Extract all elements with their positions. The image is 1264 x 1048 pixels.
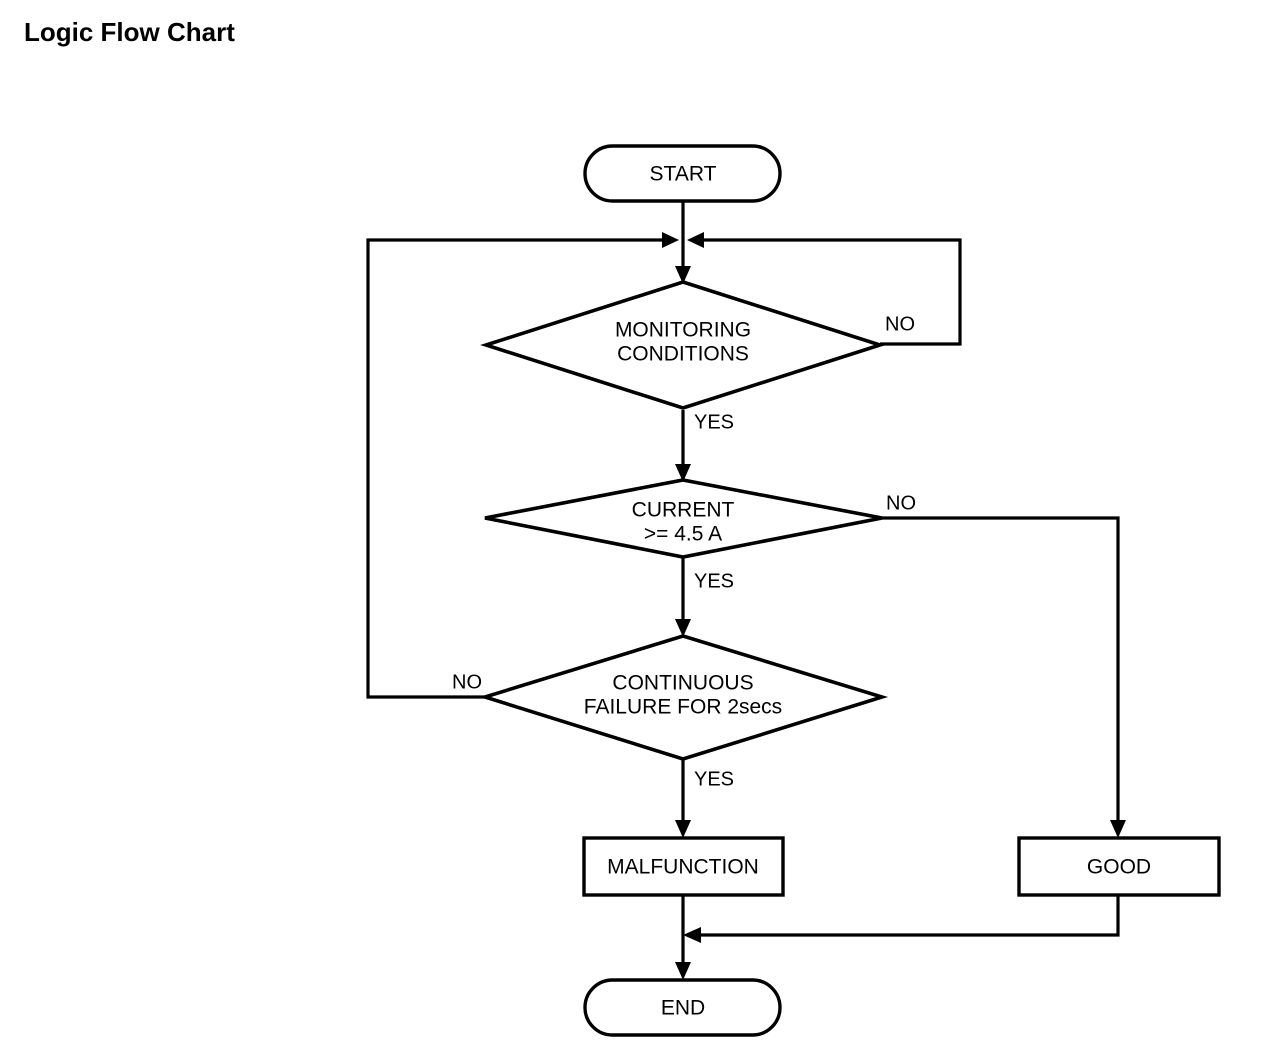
- arrow-head-end-top: [675, 962, 691, 980]
- monitoring-diamond-shape: [480, 280, 886, 410]
- arrow-head-merge-left: [683, 927, 701, 943]
- good-shape: [1017, 836, 1221, 897]
- arrow-head-monitoring-top: [675, 266, 691, 284]
- edge-good-to-end: [683, 895, 1120, 943]
- edge-current-yes: [675, 558, 691, 637]
- continuous-label-line1: CONTINUOUS: [612, 672, 753, 695]
- continuous-label-line2: FAILURE FOR 2secs: [584, 696, 782, 719]
- arrow-head-current-top: [675, 464, 691, 482]
- current-diamond-shape: [484, 478, 883, 559]
- edge-label-continuous-no: NO: [452, 671, 482, 693]
- continuous-diamond-shape: [478, 634, 889, 761]
- edge-start-to-monitoring: [675, 200, 691, 284]
- arrow-head-good-top: [1110, 820, 1126, 838]
- arrow-head-continuous-top: [675, 619, 691, 637]
- edge-label-current-yes: YES: [694, 570, 734, 592]
- node-malfunction[interactable]: MALFUNCTION: [582, 836, 785, 897]
- node-continuous-failure[interactable]: CONTINUOUS FAILURE FOR 2secs: [478, 634, 889, 761]
- current-label-line2: >= 4.5 A: [644, 523, 722, 546]
- node-start[interactable]: START: [583, 144, 782, 203]
- good-label: GOOD: [1087, 856, 1151, 879]
- end-label: END: [661, 997, 705, 1020]
- malfunction-shape: [582, 836, 785, 897]
- page-title: Logic Flow Chart: [24, 17, 235, 47]
- malfunction-label: MALFUNCTION: [607, 856, 759, 879]
- node-current-threshold[interactable]: CURRENT >= 4.5 A: [484, 478, 883, 559]
- monitoring-label-line2: CONDITIONS: [617, 343, 749, 366]
- edge-label-current-no: NO: [886, 492, 916, 514]
- edge-continuous-yes: [675, 760, 691, 838]
- edge-continuous-no-loop: [366, 232, 679, 699]
- edge-label-monitoring-no: NO: [885, 313, 915, 335]
- arrow-head-junction-right: [687, 232, 704, 248]
- arrow-head-junction-left: [662, 232, 679, 248]
- edge-malfunction-to-end: [675, 895, 691, 980]
- edge-current-no: [882, 516, 1126, 838]
- start-label: START: [650, 163, 717, 186]
- node-monitoring-conditions[interactable]: MONITORING CONDITIONS: [480, 280, 886, 410]
- start-shape: [583, 144, 782, 203]
- edge-monitoring-yes: [675, 410, 691, 482]
- edge-label-continuous-yes: YES: [694, 768, 734, 790]
- edge-monitoring-no-loop: [687, 232, 962, 346]
- edge-label-monitoring-yes: YES: [694, 411, 734, 433]
- node-end[interactable]: END: [583, 978, 782, 1037]
- end-shape: [583, 978, 782, 1037]
- arrow-head-malfunction-top: [675, 820, 691, 838]
- current-label-line1: CURRENT: [632, 499, 735, 522]
- monitoring-label-line1: MONITORING: [615, 319, 751, 342]
- node-good[interactable]: GOOD: [1017, 836, 1221, 897]
